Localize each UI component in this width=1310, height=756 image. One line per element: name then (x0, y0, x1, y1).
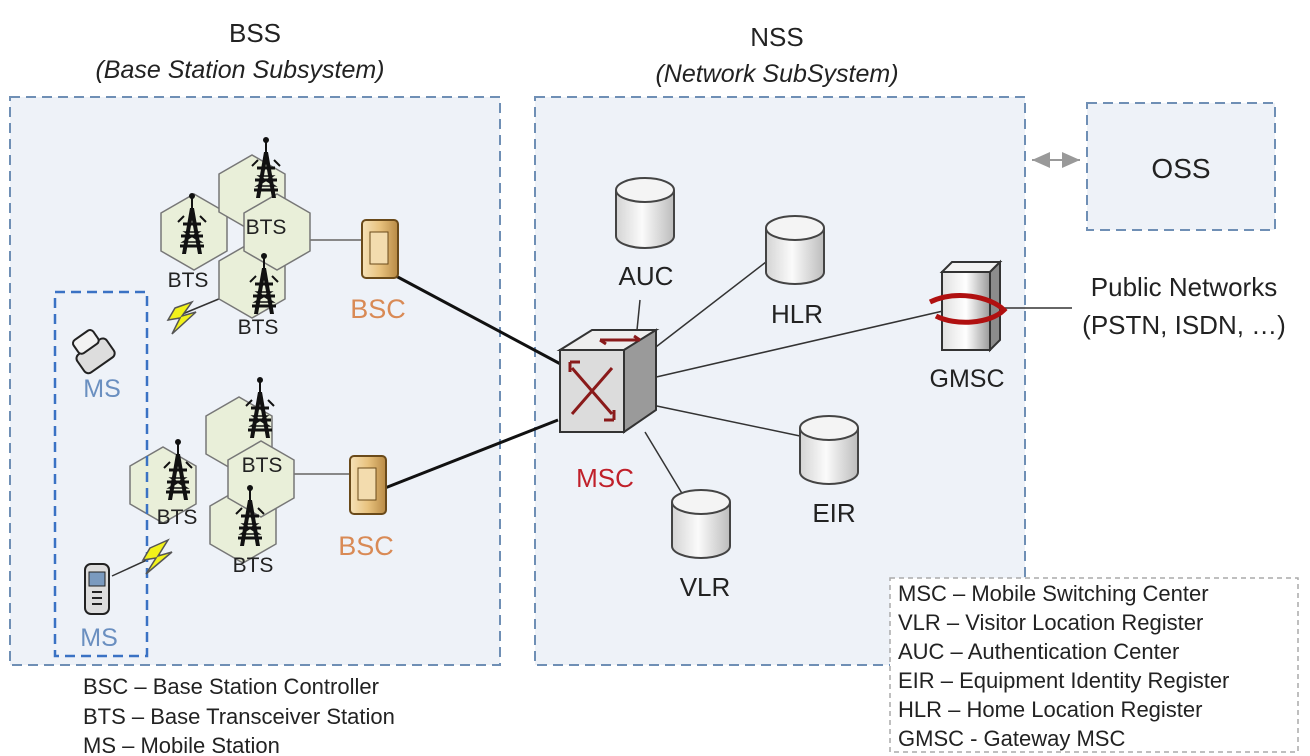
ms-label: MS (83, 375, 121, 403)
bsc-lower: BSC (338, 455, 394, 561)
hlr-database: HLR (765, 215, 825, 329)
ms-box (53, 290, 149, 658)
gmsc-label: GMSC (930, 365, 1005, 393)
legend-entry: AUC – Authentication Center (898, 639, 1179, 664)
vlr-database: VLR (671, 489, 731, 602)
legend-entry: MSC – Mobile Switching Center (898, 581, 1209, 606)
switch-arrows-icon (568, 334, 641, 422)
bsc-label: BSC (338, 531, 394, 561)
legend-entry: HLR – Home Location Register (898, 697, 1202, 722)
nss-subtitle: (Network SubSystem) (655, 60, 898, 88)
hlr-label: HLR (771, 299, 823, 329)
nss-title: NSS (750, 22, 803, 52)
oss-label: OSS (1151, 153, 1210, 184)
bss-legend: BSC – Base Station Controller BTS – Base… (83, 674, 395, 756)
eir-label: EIR (812, 498, 855, 528)
auc-label: AUC (619, 261, 674, 291)
legend-entry: BSC – Base Station Controller (83, 674, 379, 699)
msc-switch: MSC (556, 328, 660, 493)
public-networks-label: Public Networks (1091, 272, 1277, 302)
flip-phone-icon (71, 329, 116, 375)
bts-label: BTS (157, 506, 198, 529)
bts-label: BTS (242, 454, 283, 477)
nss-legend-box (889, 577, 1299, 753)
auc-database: AUC (615, 177, 675, 291)
oss-box (1086, 102, 1276, 231)
ms-lower: MS (80, 563, 118, 652)
bts-label: BTS (246, 216, 287, 239)
radio-link-icon (141, 538, 173, 575)
bsc-upper: BSC (350, 219, 406, 324)
bts-label: BTS (238, 316, 279, 339)
mobile-phone-icon (84, 563, 110, 615)
bts-cluster-upper: BTS BTS BTS (160, 135, 311, 339)
bsc-label: BSC (350, 294, 406, 324)
bss-title: BSS (229, 18, 281, 48)
legend-entry: EIR – Equipment Identity Register (898, 668, 1229, 693)
nss-legend: MSC – Mobile Switching Center VLR – Visi… (898, 581, 1229, 751)
vlr-label: VLR (680, 572, 731, 602)
eir-database: EIR (799, 415, 859, 528)
legend-entry: MS – Mobile Station (83, 733, 280, 756)
msc-label: MSC (576, 463, 634, 493)
bts-cell (227, 440, 295, 518)
public-networks-examples: (PSTN, ISDN, …) (1082, 310, 1286, 340)
radio-link-icon (166, 300, 197, 335)
ms-label: MS (80, 624, 118, 652)
gmsc-gateway: GMSC (928, 259, 1008, 393)
bss-subtitle: (Base Station Subsystem) (95, 56, 384, 84)
legend-entry: VLR – Visitor Location Register (898, 610, 1203, 635)
gateway-arrow-icon (928, 293, 1008, 325)
bts-label: BTS (233, 554, 274, 577)
ms-upper: MS (71, 329, 121, 403)
bts-cell (243, 193, 311, 271)
legend-entry: BTS – Base Transceiver Station (83, 704, 395, 729)
legend-entry: GMSC - Gateway MSC (898, 726, 1125, 751)
bts-label: BTS (168, 269, 209, 292)
